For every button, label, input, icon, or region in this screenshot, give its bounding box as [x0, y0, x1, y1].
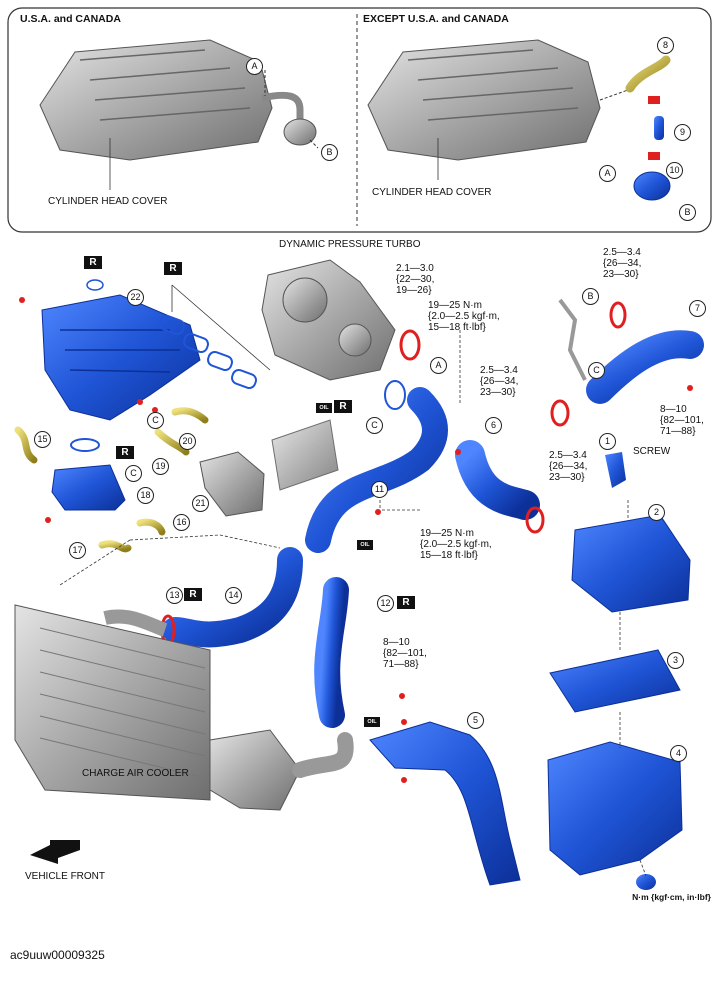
torque-turbo-pipe: 19—25 N·m {2.0—2.5 kgf·m, 15—18 ft·lbf} — [428, 300, 500, 333]
image-code: ac9uuw00009325 — [10, 948, 105, 962]
throttle-body — [51, 464, 126, 511]
bracket-21 — [199, 451, 265, 517]
callout-a-turbo: A — [430, 357, 447, 374]
torque-7-top: 2.5—3.4 {26—34, 23—30} — [603, 247, 642, 280]
air-cleaner-element — [549, 649, 681, 713]
vehicle-front-arrow — [30, 840, 80, 864]
callout-b-hose: B — [582, 288, 599, 305]
callout-18: 18 — [137, 487, 154, 504]
callout-c-2: C — [125, 465, 142, 482]
leader-lines — [59, 330, 647, 877]
bolts — [19, 297, 693, 783]
label-dynamic-pressure-turbo: DYNAMIC PRESSURE TURBO — [279, 239, 421, 250]
replace-badge: R — [397, 596, 415, 609]
callout-8: 8 — [657, 37, 674, 54]
callout-19: 19 — [152, 458, 169, 475]
torque-6-bottom: 2.5—3.4 {26—34, 23—30} — [549, 450, 588, 483]
replace-badge: R — [334, 400, 352, 413]
torque-5: 8—10 {82—101, 71—88} — [383, 637, 427, 670]
air-hose-7 — [586, 330, 704, 404]
replace-badge: R — [164, 262, 182, 275]
header-usa-canada: U.S.A. and CANADA — [20, 13, 121, 25]
turbo-clamp — [399, 329, 421, 361]
callout-a-right: A — [599, 165, 616, 182]
callout-15: 15 — [34, 431, 51, 448]
hose-14 — [162, 547, 303, 648]
callout-6: 6 — [485, 417, 502, 434]
header-except-usa-canada: EXCEPT U.S.A. and CANADA — [363, 13, 509, 25]
callout-10: 10 — [666, 162, 683, 179]
callout-9: 9 — [674, 124, 691, 141]
manifold-gaskets — [159, 315, 257, 389]
cylinder-head-cover-right — [367, 39, 671, 201]
callout-21: 21 — [192, 495, 209, 512]
label-vehicle-front: VEHICLE FRONT — [25, 871, 106, 882]
callout-7: 7 — [689, 300, 706, 317]
torque-11: 19—25 N·m {2.0—2.5 kgf·m, 15—18 ft·lbf} — [420, 528, 492, 561]
intake-pipe-11 — [305, 387, 448, 553]
callout-11: 11 — [371, 481, 388, 498]
callout-3: 3 — [667, 652, 684, 669]
charge-air-cooler — [14, 604, 354, 811]
label-screw: SCREW — [633, 446, 671, 457]
callout-1: 1 — [599, 433, 616, 450]
intake-manifold — [41, 294, 201, 421]
label-cylinder-head-cover-right: CYLINDER HEAD COVER — [372, 187, 492, 198]
oil-badge: OIL — [357, 540, 373, 550]
torque-6-top: 2.5—3.4 {26—34, 23—30} — [480, 365, 519, 398]
label-charge-air-cooler: CHARGE AIR COOLER — [82, 768, 189, 779]
yellow-hoses — [14, 407, 209, 553]
oil-badge: OIL — [364, 717, 380, 727]
air-cleaner-cover — [571, 514, 691, 613]
callout-13: 13 — [166, 587, 183, 604]
callout-b: B — [321, 144, 338, 161]
cylinder-head-cover-left — [39, 39, 317, 190]
oil-badge: OIL — [316, 403, 332, 413]
callout-20: 20 — [179, 433, 196, 450]
torque-7-bottom: 8—10 {82—101, 71—88} — [660, 404, 704, 437]
replace-badge: R — [116, 446, 134, 459]
dynamic-pressure-turbo — [261, 259, 396, 381]
label-cylinder-head-cover-left: CYLINDER HEAD COVER — [48, 196, 168, 207]
replace-badge: R — [84, 256, 102, 269]
replace-badge: R — [184, 588, 202, 601]
air-duct-5 — [369, 721, 521, 886]
callout-c: C — [147, 412, 164, 429]
torque-turbo-clamp: 2.1—3.0 {22—30, 19—26} — [396, 263, 435, 296]
units-legend: N·m {kgf·cm, in·lbf} — [632, 892, 711, 902]
callout-c-3: C — [366, 417, 383, 434]
callout-22: 22 — [127, 289, 144, 306]
callout-16: 16 — [173, 514, 190, 531]
callout-5: 5 — [467, 712, 484, 729]
callout-b-right: B — [679, 204, 696, 221]
callout-2: 2 — [648, 504, 665, 521]
callout-14: 14 — [225, 587, 242, 604]
callout-4: 4 — [670, 745, 687, 762]
callout-a: A — [246, 58, 263, 75]
callout-12: 12 — [377, 595, 394, 612]
callout-c-4: C — [588, 362, 605, 379]
air-cleaner-case — [547, 741, 683, 876]
callout-17: 17 — [69, 542, 86, 559]
bracket-1 — [605, 452, 626, 488]
hose-12 — [314, 577, 349, 728]
air-hose-6 — [455, 440, 540, 520]
